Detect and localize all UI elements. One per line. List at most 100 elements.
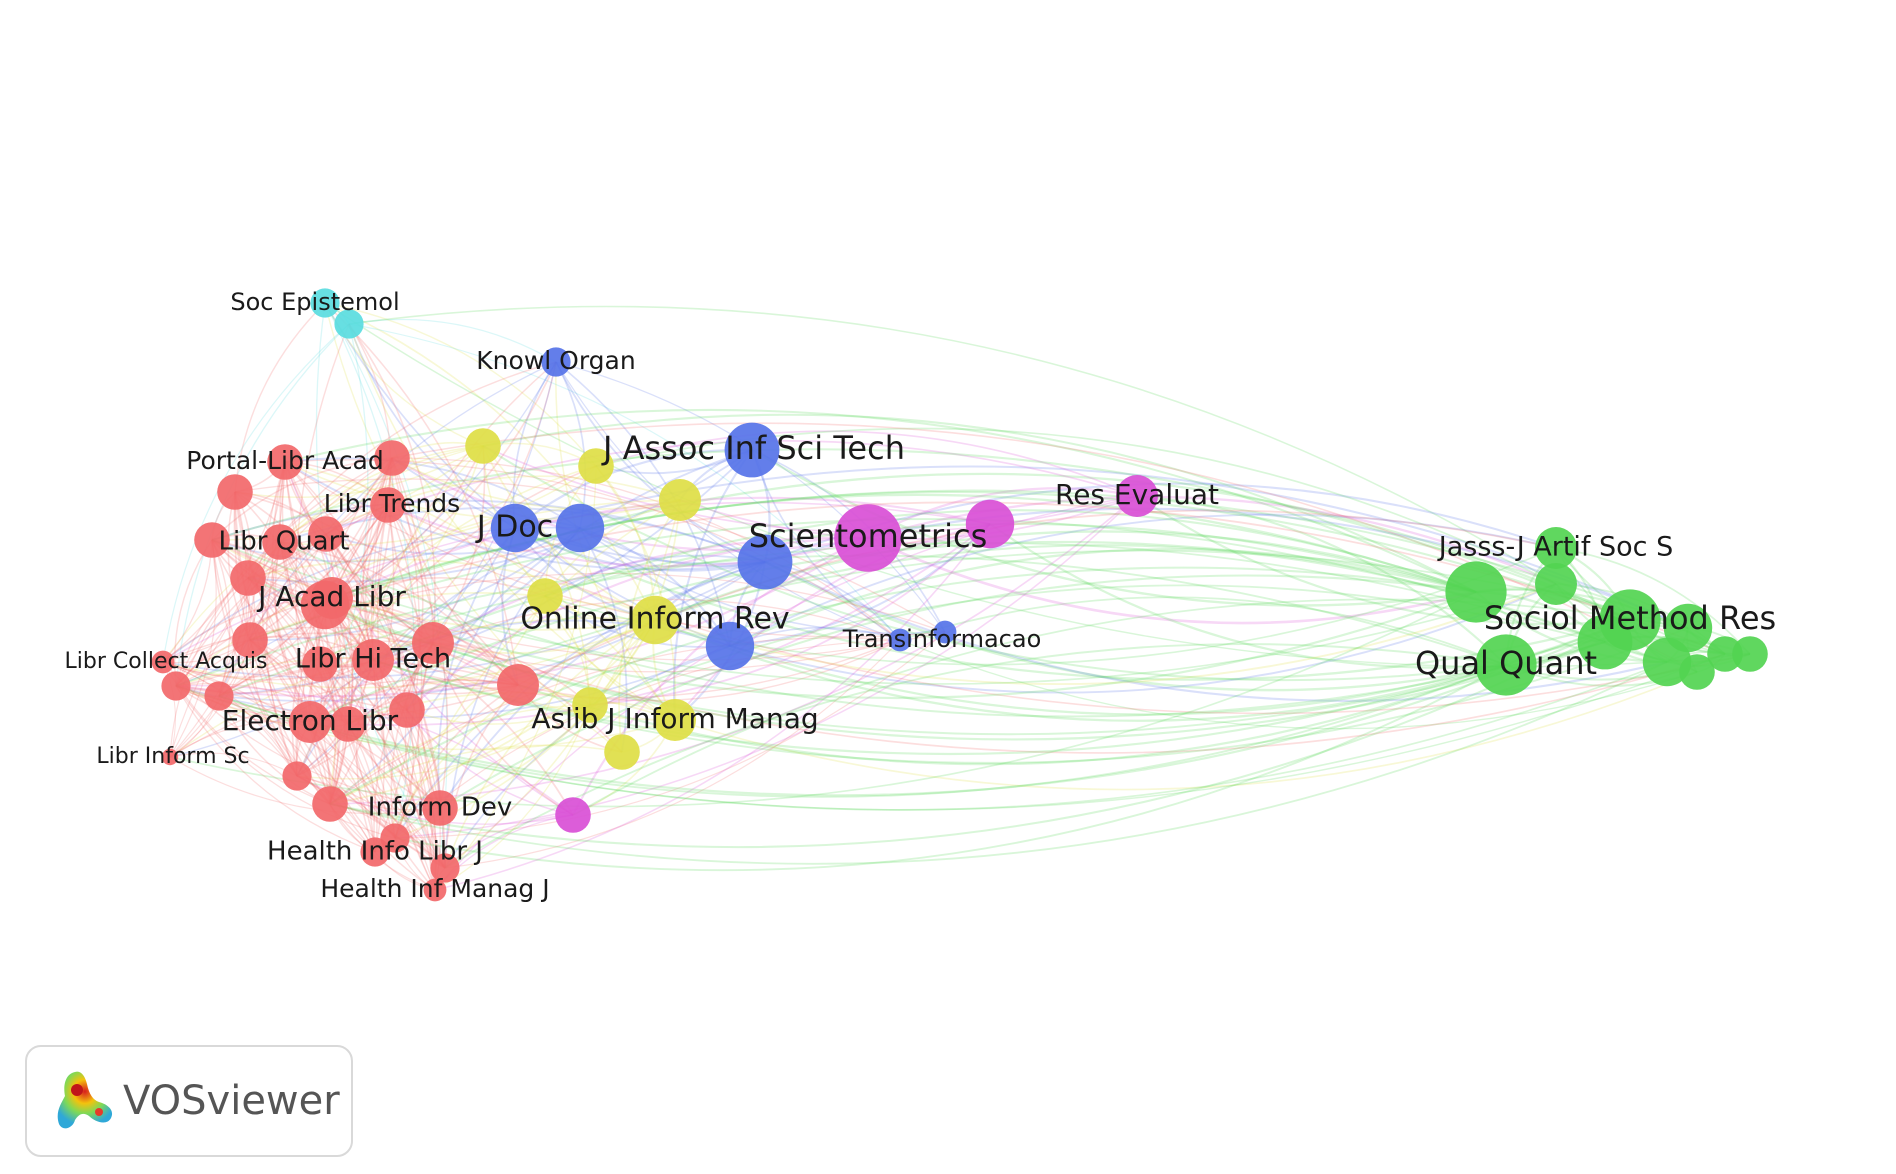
node-scientometrics[interactable] [834, 504, 902, 572]
label-health-inf-manag-j[interactable]: Health Inf Manag J [320, 874, 549, 903]
link-aslib-j-inform-manag-yellow-5 [544, 595, 676, 721]
node-green-7[interactable] [1707, 636, 1743, 672]
node-green-4[interactable] [1577, 614, 1633, 670]
link-yellow-6-red-n [329, 704, 591, 805]
link-red-h-red-r [394, 684, 519, 839]
node-yellow-2[interactable] [465, 428, 501, 464]
node-blue-4[interactable] [705, 621, 755, 671]
node-magenta-3[interactable] [555, 797, 591, 833]
node-green-9[interactable] [1679, 654, 1715, 690]
node-electron-libr[interactable] [289, 701, 331, 743]
label-libr-hi-tech[interactable]: Libr Hi Tech [295, 644, 451, 675]
node-libr-quart[interactable] [262, 524, 298, 560]
node-yellow-5[interactable] [527, 578, 563, 614]
label-soc-epistemol[interactable]: Soc Epistemol [230, 288, 399, 316]
node-red-j[interactable] [330, 706, 366, 742]
label-portal-libr-acad[interactable]: Portal-Libr Acad [186, 446, 383, 475]
label-online-inform-rev[interactable]: Online Inform Rev [520, 602, 789, 637]
node-red-e[interactable] [412, 622, 454, 664]
label-scientometrics[interactable]: Scientometrics [749, 517, 988, 555]
node-j-assoc-inf-sci-tech[interactable] [724, 422, 780, 478]
node-blue-jdoc-2[interactable] [555, 503, 605, 553]
link-j-doc-red-c [211, 527, 516, 563]
link-red-a-red-h [234, 491, 519, 686]
node-red-h[interactable] [497, 664, 539, 706]
node-online-inform-rev[interactable] [630, 595, 680, 645]
label-aslib-j-inform-manag[interactable]: Aslib J Inform Manag [531, 702, 818, 735]
node-inform-dev[interactable] [422, 790, 458, 826]
node-transinformacao[interactable] [888, 628, 912, 652]
node-magenta-2[interactable] [965, 499, 1015, 549]
label-res-evaluat[interactable]: Res Evaluat [1055, 478, 1219, 511]
node-yellow-4[interactable] [659, 479, 701, 521]
label-libr-collect-acquis[interactable]: Libr Collect Acquis [65, 649, 268, 674]
label-j-acad-libr[interactable]: J Acad Libr [256, 580, 406, 613]
node-red-k[interactable] [161, 671, 191, 701]
link-libr-quart-red-h [279, 541, 519, 686]
label-health-info-libr-j[interactable]: Health Info Libr J [267, 837, 483, 867]
node-red-m[interactable] [282, 761, 312, 791]
label-inform-dev[interactable]: Inform Dev [368, 793, 512, 823]
node-cyan-2[interactable] [334, 309, 364, 339]
node-libr-hi-tech[interactable] [352, 639, 394, 681]
label-electron-libr[interactable]: Electron Libr [222, 704, 399, 737]
node-red-c[interactable] [194, 522, 230, 558]
node-red-g[interactable] [300, 580, 350, 630]
node-jasss-j-artif-soc-s[interactable] [1535, 527, 1577, 569]
node-libr-trends[interactable] [370, 487, 406, 523]
link-blue-4-magenta-2 [729, 523, 991, 648]
node-red-o[interactable] [308, 516, 344, 552]
node-red-p[interactable] [430, 853, 460, 883]
link-red-e-red-m [296, 642, 434, 777]
link-red-b-red-e [388, 457, 434, 644]
link-libr-collect-acquis-inform-dev [162, 661, 441, 809]
label-qual-quant[interactable]: Qual Quant [1415, 644, 1597, 682]
node-knowl-organ[interactable] [541, 347, 571, 377]
node-red-d[interactable] [230, 560, 266, 596]
label-j-doc[interactable]: J Doc [475, 510, 553, 545]
node-soc-epistemol[interactable] [310, 288, 340, 318]
node-red-n[interactable] [312, 786, 348, 822]
label-j-assoc-inf-sci-tech[interactable]: J Assoc Inf Sci Tech [601, 429, 905, 467]
node-health-inf-manag-j[interactable] [423, 878, 447, 902]
link-red-h-red-o [325, 533, 519, 686]
node-red-i[interactable] [389, 692, 425, 728]
node-res-evaluat[interactable] [1116, 475, 1158, 517]
node-green-6[interactable] [1642, 637, 1692, 687]
node-red-b[interactable] [374, 440, 410, 476]
link-red-g-red-n [324, 604, 347, 805]
label-libr-quart[interactable]: Libr Quart [219, 527, 350, 557]
label-libr-trends[interactable]: Libr Trends [324, 489, 460, 518]
node-yellow-7[interactable] [604, 734, 640, 770]
label-libr-inform-sc[interactable]: Libr Inform Sc [96, 744, 249, 769]
node-red-l[interactable] [204, 681, 234, 711]
link-portal-libr-acad-inform-dev [284, 461, 441, 809]
node-green-2[interactable] [1445, 561, 1507, 623]
node-j-doc[interactable] [490, 503, 540, 553]
node-libr-collect-acquis[interactable] [151, 650, 175, 674]
node-blue-5[interactable] [933, 620, 957, 644]
node-aslib-j-inform-manag[interactable] [654, 699, 696, 741]
link-transinformacao-red-r [394, 639, 901, 839]
node-green-3[interactable] [1535, 563, 1577, 605]
node-red-f[interactable] [232, 622, 268, 658]
link-libr-hi-tech-red-k [175, 659, 374, 694]
node-qual-quant[interactable] [1475, 634, 1537, 696]
node-red-q[interactable] [302, 646, 338, 682]
label-jasss-j-artif-soc-s[interactable]: Jasss-J Artif Soc S [1437, 532, 1673, 563]
node-yellow-3[interactable] [578, 448, 614, 484]
label-sociol-method-res[interactable]: Sociol Method Res [1484, 599, 1776, 637]
node-libr-inform-sc[interactable] [161, 748, 179, 766]
node-green-8[interactable] [1732, 636, 1768, 672]
label-transinformacao[interactable]: Transinformacao [842, 625, 1042, 653]
node-red-r[interactable] [380, 823, 410, 853]
link-red-h-red-j [347, 682, 519, 725]
node-red-a[interactable] [217, 474, 253, 510]
node-blue-3[interactable] [737, 534, 793, 590]
node-yellow-6[interactable] [572, 687, 608, 723]
label-knowl-organ[interactable]: Knowl Organ [476, 346, 635, 375]
node-portal-libr-acad[interactable] [267, 444, 303, 480]
link-transinformacao-qual-quant [899, 596, 1507, 666]
link-red-f-green-4 [249, 518, 1606, 643]
link-j-assoc-inf-sci-tech-j-doc [514, 448, 753, 529]
